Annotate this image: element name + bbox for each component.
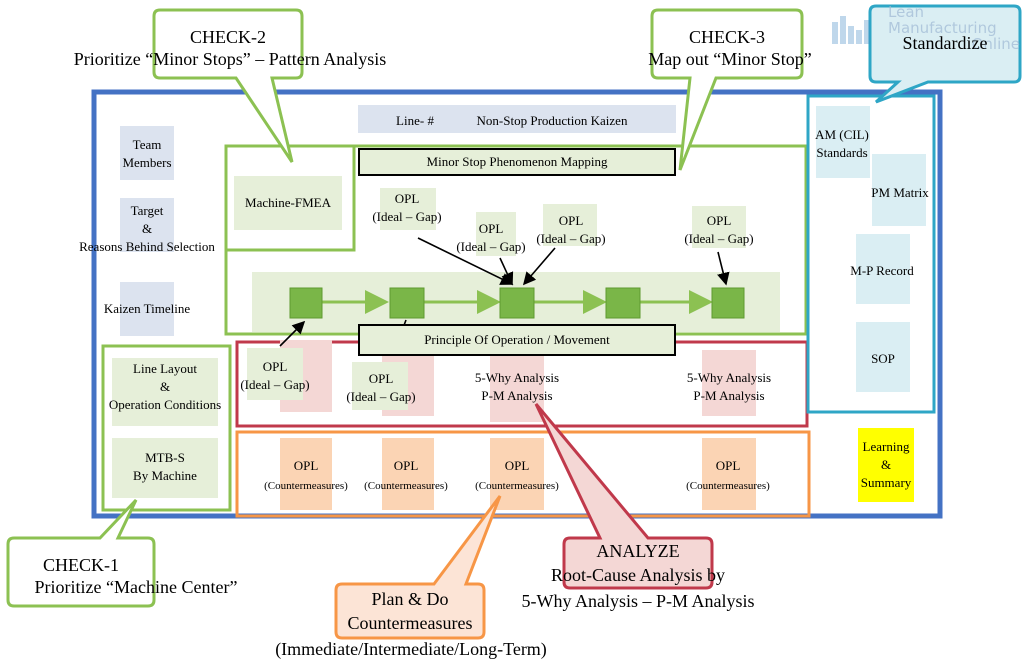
check1-title: CHECK-1: [43, 555, 119, 575]
header-title: Non-Stop Production Kaizen: [476, 113, 628, 128]
peach-bg-2: [382, 438, 434, 510]
process-machine-4: [605, 287, 641, 319]
phenomenon-mapping-label: Minor Stop Phenomenon Mapping: [358, 148, 676, 176]
analyze-title: ANALYZE: [596, 541, 680, 561]
am-box-bg: [816, 106, 870, 178]
fmea-box-bg: [234, 176, 342, 230]
opl-note-1: OPL (Ideal – Gap): [372, 191, 442, 224]
check3-callout-shape: [650, 8, 804, 171]
machine-fmea-label: Machine-FMEA: [245, 195, 331, 210]
peach-bg-4: [702, 438, 756, 510]
plan-do-line-1: Plan & Do: [371, 589, 449, 609]
check1-subtitle: Prioritize “Machine Center”: [34, 577, 238, 597]
opl-pointer-5: [279, 320, 306, 347]
check3-title: CHECK-3: [689, 27, 765, 47]
process-machine-2: [389, 287, 425, 319]
plan-do-callout-shape: [334, 495, 502, 640]
header-bg: [358, 105, 676, 133]
pm-matrix-label: PM Matrix: [871, 185, 929, 200]
check2-title: CHECK-2: [190, 27, 266, 47]
sop-label: SOP: [871, 351, 895, 366]
analysis-label-2: 5-Why Analysis P-M Analysis: [686, 370, 772, 403]
check2-callout-shape: [152, 8, 304, 163]
plan-do-line-3: (Immediate/Intermediate/Long-Term): [275, 639, 547, 659]
check3-subtitle: Map out “Minor Stop”: [648, 49, 812, 69]
opl-green-bg-b: [352, 362, 408, 410]
kaizen-timeline-label: Kaizen Timeline: [103, 301, 191, 316]
opl-note-2: OPL (Ideal – Gap): [456, 221, 526, 254]
countermeasure-opl-3: OPL (Countermeasures): [475, 458, 559, 492]
team-members-label: Team Members: [122, 137, 172, 170]
opl-note-4: OPL (Ideal – Gap): [684, 213, 754, 246]
logo-watermark: Lean Manufacturing .Online: [888, 4, 1024, 52]
layout-box-bg: [112, 358, 218, 426]
opl-green-bg-a: [247, 348, 303, 400]
logo-line-2: Manufacturing: [888, 19, 997, 37]
header-line-label: Line- #: [396, 113, 434, 128]
timeline-box-bg: [120, 282, 174, 336]
sop-box-bg: [856, 322, 910, 392]
target-box-bg: [120, 198, 174, 252]
pink-bg-4: [702, 350, 756, 416]
pink-bg-3: [490, 356, 544, 422]
opl-note-3: OPL (Ideal – Gap): [536, 213, 606, 246]
opl-pointer-3: [522, 247, 556, 286]
process-machine-5: [711, 287, 745, 319]
layout-frame: [101, 344, 232, 512]
check1-callout-shape: [6, 498, 156, 608]
opl-pointer-4: [717, 251, 730, 286]
process-machine-3: [499, 287, 535, 319]
opl-bg-3: [543, 204, 597, 246]
countermeasure-opl-2: OPL (Countermeasures): [364, 458, 448, 492]
learning-box-bg: [858, 428, 914, 502]
opl-pointer-2: [499, 257, 514, 286]
standardize-title: Standardize: [902, 33, 988, 53]
opl-note-6: OPL (Ideal – Gap): [346, 371, 416, 404]
team-box-bg: [120, 126, 174, 180]
pmmatrix-box-bg: [872, 154, 926, 226]
mp-box-bg: [856, 234, 910, 304]
opl-bg-2: [476, 212, 516, 256]
check2-subtitle: Prioritize “Minor Stops” – Pattern Analy…: [73, 49, 387, 69]
am-standards-label: AM (CIL) Standards: [815, 127, 869, 160]
standardize-callout-shape: [868, 4, 1022, 104]
opl-bg-1: [380, 188, 436, 230]
principle-label: Principle Of Operation / Movement: [358, 324, 676, 356]
opl-pointer-1: [417, 237, 514, 285]
analyze-line-2: 5-Why Analysis – P-M Analysis: [521, 591, 755, 611]
peach-bg-1: [280, 438, 332, 510]
target-label: Target & Reasons Behind Selection: [79, 203, 215, 254]
process-machine-1: [289, 287, 323, 319]
countermeasure-opl-4: OPL (Countermeasures): [686, 458, 770, 492]
analyze-callout-shape: [534, 403, 714, 590]
mp-record-label: M-P Record: [850, 263, 914, 278]
line-layout-label: Line Layout & Operation Conditions: [108, 361, 222, 412]
learning-summary-label: Learning & Summary: [860, 439, 912, 490]
opl-note-5: OPL (Ideal – Gap): [240, 359, 310, 392]
countermeasure-frame: [235, 430, 811, 518]
analyze-line-1: Root-Cause Analysis by: [551, 565, 725, 585]
standardize-frame: [806, 94, 936, 414]
logo-line-1: Lean: [888, 3, 925, 21]
plan-do-line-2: Countermeasures: [347, 613, 473, 633]
analysis-label-1: 5-Why Analysis P-M Analysis: [474, 370, 560, 403]
countermeasure-opl-1: OPL (Countermeasures): [264, 458, 348, 492]
opl-bg-4: [692, 206, 746, 248]
mtb-box-bg: [112, 438, 218, 498]
logo-line-3: .Online: [966, 35, 1020, 53]
logo-icon: [832, 16, 870, 44]
mtb-label: MTB-S By Machine: [133, 450, 197, 483]
